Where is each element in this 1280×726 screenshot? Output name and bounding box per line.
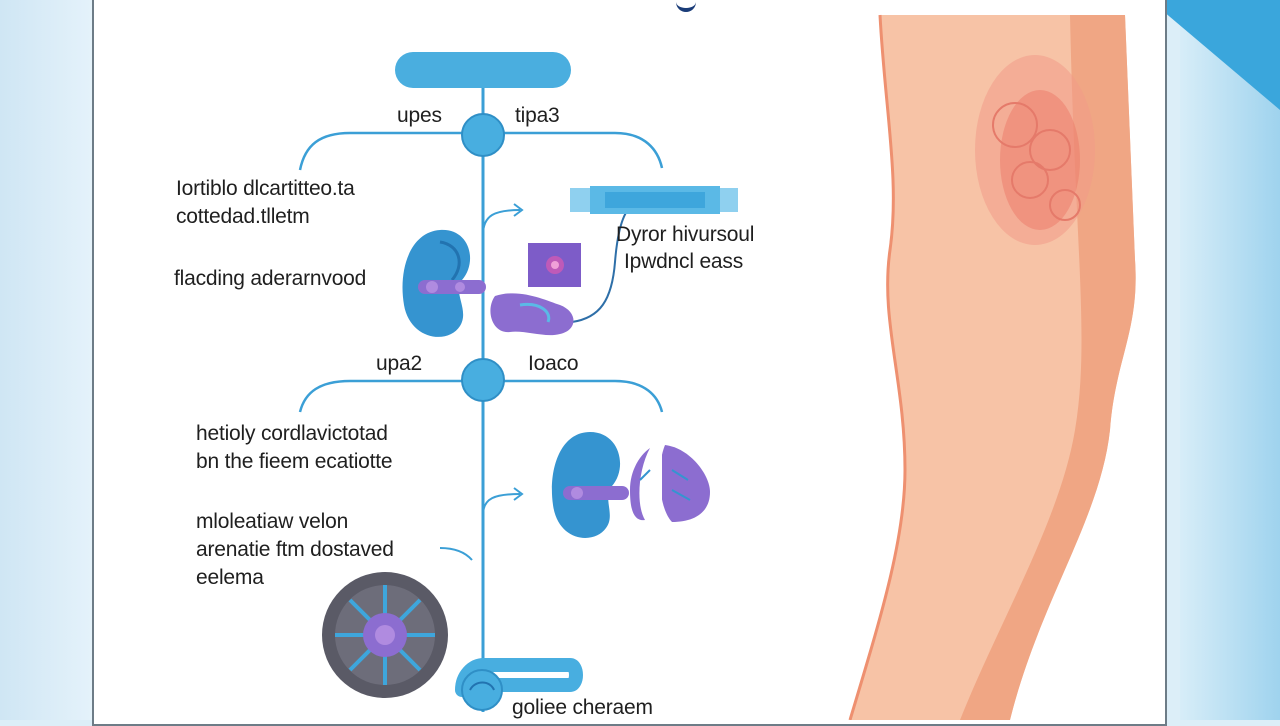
label-desc3-line2: bn the fieem ecatiotte — [196, 450, 393, 473]
label-top-left: upes — [397, 104, 442, 127]
title-fragment — [676, 0, 696, 12]
cell-circle-icon — [322, 572, 448, 698]
kidney-icon — [402, 229, 486, 337]
purple-square-icon — [528, 243, 581, 287]
label-right1-line2: Ipwdncl eass — [624, 250, 743, 273]
label-desc3-line1: hetioly cordlavictotad — [196, 422, 388, 445]
lung-kidney-icon — [551, 432, 710, 538]
node-bottom — [461, 669, 503, 711]
label-desc4-line2: arenatie ftm dostaved — [196, 538, 394, 561]
background-right — [1180, 0, 1280, 720]
label-desc4-line3: eelema — [196, 566, 264, 589]
label-desc2: flacding aderarnvood — [174, 267, 367, 290]
node-mid — [461, 358, 505, 402]
arrow-upper — [482, 209, 521, 236]
label-right1-line1: Dyror hivursoul — [616, 223, 755, 246]
bottom-connector — [455, 658, 583, 697]
label-bottom: goliee cheraem — [512, 696, 653, 719]
background-left — [0, 0, 100, 720]
label-top-right: tipa3 — [515, 104, 560, 127]
arrow-lower — [482, 493, 521, 516]
node-top — [461, 113, 505, 157]
label-desc1-line1: Iortiblo dlcartitteo.ta — [176, 177, 355, 200]
label-mid-right: Ioaco — [528, 352, 579, 375]
purple-organ-icon — [490, 293, 574, 336]
pointer-desc4 — [439, 547, 473, 561]
label-mid-left: upa2 — [376, 352, 422, 375]
leg-illustration — [848, 14, 1136, 720]
header-pill — [395, 52, 571, 88]
corner-decoration — [1150, 0, 1280, 110]
label-desc1-line2: cottedad.tlletm — [176, 205, 310, 228]
label-desc4-line1: mloleatiaw velon — [196, 510, 349, 533]
blue-bar-icon — [570, 186, 738, 214]
